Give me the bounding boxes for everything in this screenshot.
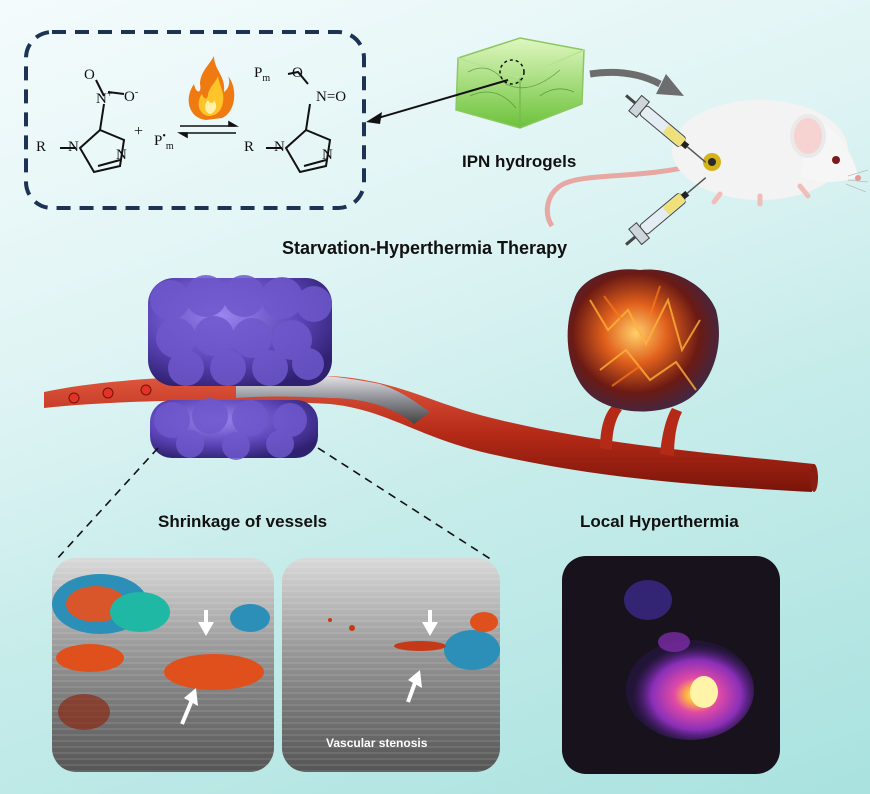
pointer-arrow xyxy=(366,79,509,124)
imidazole-left xyxy=(60,79,126,174)
hydrogel-cluster xyxy=(148,275,332,460)
syringe-icon xyxy=(625,94,707,246)
nitroso-right: N=O xyxy=(316,89,347,105)
ultrasound-panel-right xyxy=(282,558,500,772)
arrow-icon xyxy=(589,68,684,96)
hydrogel-icon xyxy=(455,37,585,129)
plus-sign: + xyxy=(134,123,144,140)
zoom-lines xyxy=(55,447,493,561)
blood-vessel xyxy=(44,374,818,492)
ring-n2-left: N xyxy=(116,147,127,163)
nitro-n-left: N+ xyxy=(96,89,113,107)
equilibrium-arrows xyxy=(176,120,240,139)
hyperthermia-label: Local Hyperthermia xyxy=(580,512,739,531)
flame-icon xyxy=(188,56,235,120)
polymer-chain-right: Pm xyxy=(254,65,271,84)
ultrasound-panel-left xyxy=(52,558,274,772)
ring-n1-left: N xyxy=(68,139,79,155)
tumor xyxy=(567,269,719,412)
nitro-o-left: O- xyxy=(124,87,139,105)
therapy-title: Starvation-Hyperthermia Therapy xyxy=(282,238,568,258)
nitro-o2-left: O xyxy=(84,67,95,83)
mouse-icon xyxy=(544,100,869,228)
stenosis-label: Vascular stenosis xyxy=(326,736,428,750)
imidazole-right xyxy=(266,70,332,174)
hydrogel-label: IPN hydrogels xyxy=(462,152,577,171)
shrinkage-label: Shrinkage of vessels xyxy=(158,512,328,531)
tumor-vessels xyxy=(600,406,682,456)
o-link-right: O xyxy=(292,65,303,81)
ring-n3-right: N xyxy=(274,139,285,155)
r-group-right: R xyxy=(244,139,255,155)
r-group-left: R xyxy=(36,139,47,155)
ring-n4-right: N xyxy=(322,147,333,163)
polymer-radical: P•m xyxy=(154,131,174,152)
reaction-box xyxy=(24,30,366,210)
thermal-panel xyxy=(562,556,780,774)
